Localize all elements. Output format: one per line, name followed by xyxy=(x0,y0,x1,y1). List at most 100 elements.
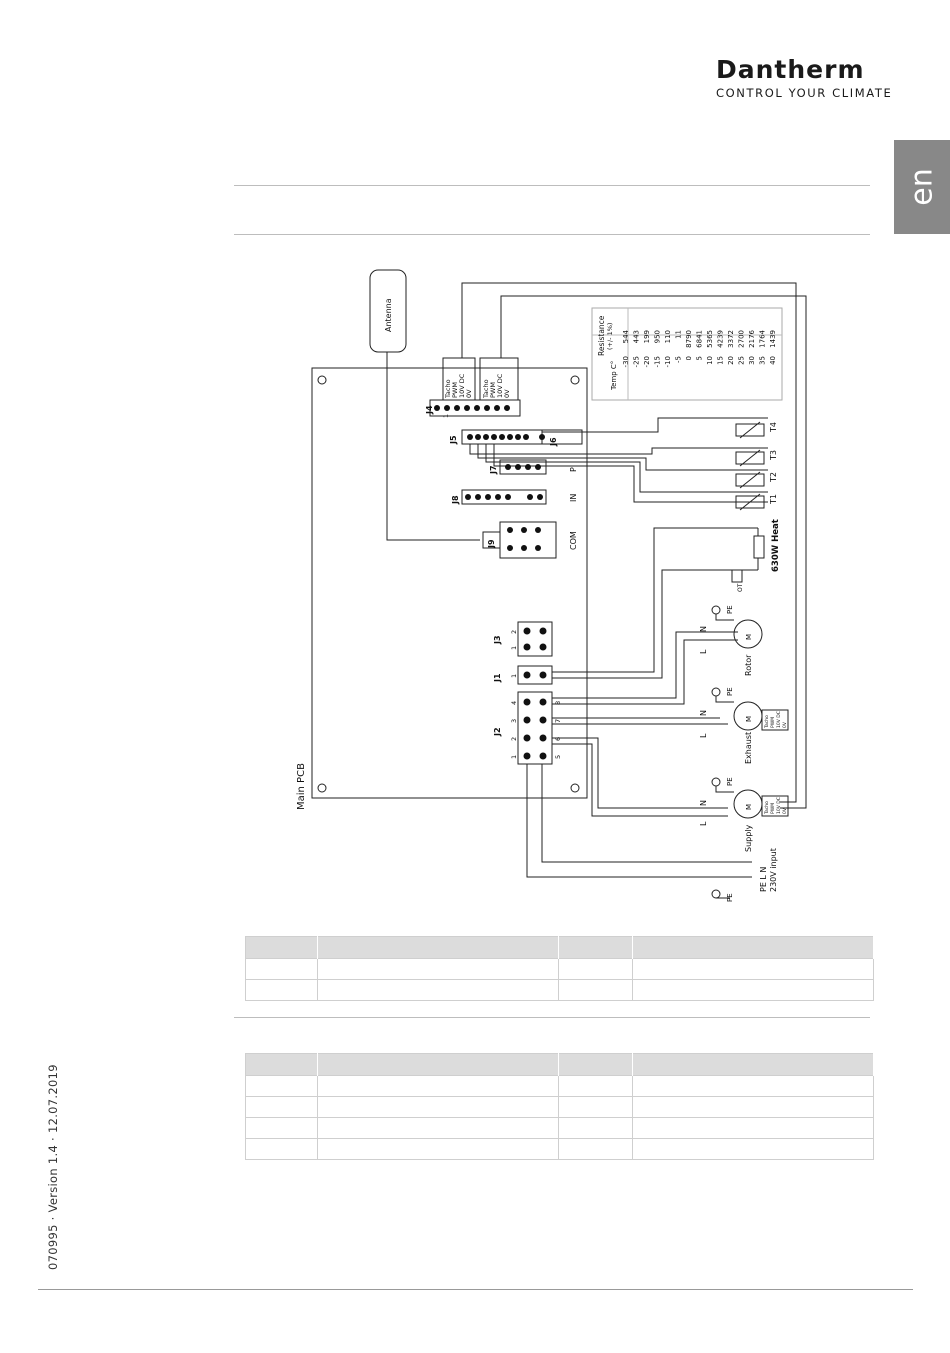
resistance-ohm-value: 3372 xyxy=(727,330,735,348)
resistance-table-rows: -30544-25443-20199-15950-10110-511087905… xyxy=(622,329,777,367)
j4-pin-pwm-b: PWM xyxy=(489,382,497,398)
t4-sensor xyxy=(735,423,765,437)
supply-m-label: M xyxy=(745,804,753,810)
input-wire-n xyxy=(541,764,752,863)
thermostat-switch xyxy=(731,569,743,583)
rotor-motor xyxy=(733,619,763,649)
pin-number-6: 6 xyxy=(554,737,562,741)
j3-label: J3 xyxy=(493,635,502,645)
resistance-ohm-value: 2700 xyxy=(738,330,746,348)
resistance-ohm-value: 443 xyxy=(633,330,641,343)
sensor-t2-label: T2 xyxy=(769,472,778,483)
pin-number-5: 5 xyxy=(554,755,562,759)
resistance-temp-value: -30 xyxy=(622,356,630,367)
exhaust-pin-10v: 10V DC xyxy=(776,711,782,728)
pin-number-2b: 2 xyxy=(510,737,518,741)
heater-wire-b xyxy=(552,569,758,679)
resistance-ohm-value: 544 xyxy=(622,329,630,343)
brand-tagline: CONTROL YOUR CLIMATE xyxy=(716,86,893,100)
rotor-n-label: N xyxy=(699,626,708,632)
pin-number-1d: 1 xyxy=(510,755,518,759)
supply-pin-10v: 10V DC xyxy=(776,797,782,814)
input-terminals-label: PE L N xyxy=(759,867,768,892)
data-table-1 xyxy=(245,936,874,1001)
resistance-temp-value: -10 xyxy=(664,356,672,367)
t1-wire-b xyxy=(493,444,768,503)
table-row xyxy=(245,1138,874,1160)
j4-pin-0v-a: 0V xyxy=(465,389,473,398)
t1-sensor xyxy=(735,495,765,509)
exhaust-label: Exhaust xyxy=(744,732,753,764)
resistance-temp-value: 15 xyxy=(717,356,725,365)
j1-connector xyxy=(517,665,553,685)
main-pcb-label: Main PCB xyxy=(296,763,307,810)
resistance-ohm-value: 4239 xyxy=(717,330,725,348)
antenna-label: Antenna xyxy=(384,298,393,332)
j7-label: J7 xyxy=(489,465,498,475)
resistance-ohm-value: 199 xyxy=(643,330,651,343)
j3-connector xyxy=(517,621,553,657)
table-header-row xyxy=(245,1053,874,1076)
rotor-pe-label: PE xyxy=(726,605,734,614)
table-row xyxy=(245,979,874,1001)
sensor-t3-label: T3 xyxy=(769,450,778,461)
exhaust-pin-0v: 0V xyxy=(782,721,788,728)
antenna-wire xyxy=(386,352,480,541)
j7-connector xyxy=(499,459,547,475)
j9-antenna-port xyxy=(482,531,501,549)
t1-wire-a xyxy=(485,444,768,493)
resistance-temp-value: 35 xyxy=(759,356,767,365)
pcb-hole xyxy=(317,375,327,385)
resistance-ohm-value: 8790 xyxy=(685,330,693,348)
resistance-ohm-value: 950 xyxy=(654,330,662,343)
rotor-m-label: M xyxy=(745,634,753,640)
j9-connector xyxy=(499,521,557,559)
resistance-ohm-value: 1439 xyxy=(769,330,777,348)
table-row xyxy=(245,958,874,980)
rotor-wire-l xyxy=(552,639,738,705)
language-tab[interactable]: en xyxy=(894,140,950,234)
section-rule-3 xyxy=(234,1017,870,1018)
thermostat-label: OT xyxy=(737,583,744,592)
exhaust-n-label: N xyxy=(699,710,708,716)
temp-header: Temp C° xyxy=(610,361,618,391)
sensor-t1-label: T1 xyxy=(769,494,778,505)
pe-ground-symbol xyxy=(711,777,721,787)
com-label: COM xyxy=(569,531,578,550)
t2-wire xyxy=(477,444,768,471)
supply-wire-n xyxy=(552,737,728,809)
pe-ground-symbol xyxy=(711,605,721,615)
input-voltage-label: 230V input xyxy=(769,848,778,892)
exhaust-m-label: M xyxy=(745,716,753,722)
connector-pins xyxy=(434,405,547,760)
t2-sensor xyxy=(735,473,765,487)
resistance-ohm-value: 110 xyxy=(664,330,672,343)
exhaust-pe-label: PE xyxy=(726,687,734,696)
main-pcb-outline xyxy=(311,367,588,799)
resistance-temp-value: -5 xyxy=(675,356,683,363)
input-wire-l xyxy=(526,764,752,878)
j6-label: J6 xyxy=(549,437,558,447)
rotor-label: Rotor xyxy=(744,654,753,676)
resistance-temp-value: 20 xyxy=(727,356,735,365)
j4-label-block-a xyxy=(442,357,476,401)
resistance-temp-value: 40 xyxy=(769,356,777,365)
pin-number-1: 1 xyxy=(442,414,450,418)
resistance-ohm-value: 2176 xyxy=(748,329,756,347)
supply-pin-block xyxy=(761,795,789,817)
table-row xyxy=(245,1096,874,1118)
j8-label: J8 xyxy=(451,495,460,505)
pe-ground-symbol xyxy=(711,687,721,697)
table-row xyxy=(245,1075,874,1097)
pcb-hole xyxy=(317,783,327,793)
j2-connector xyxy=(517,691,553,765)
heater-element xyxy=(753,535,765,559)
j4-label-block-b xyxy=(479,357,519,401)
supply-pin-tacho: Tacho xyxy=(764,801,770,815)
j4-pin-tacho-a: Tacho xyxy=(444,379,452,399)
t4-wire xyxy=(541,417,768,437)
j4-pin-0v-b: 0V xyxy=(503,389,511,398)
rotor-wire-n xyxy=(552,631,738,699)
exhaust-pin-pwm: PWM xyxy=(770,717,776,728)
resistance-temp-value: -20 xyxy=(643,356,651,367)
